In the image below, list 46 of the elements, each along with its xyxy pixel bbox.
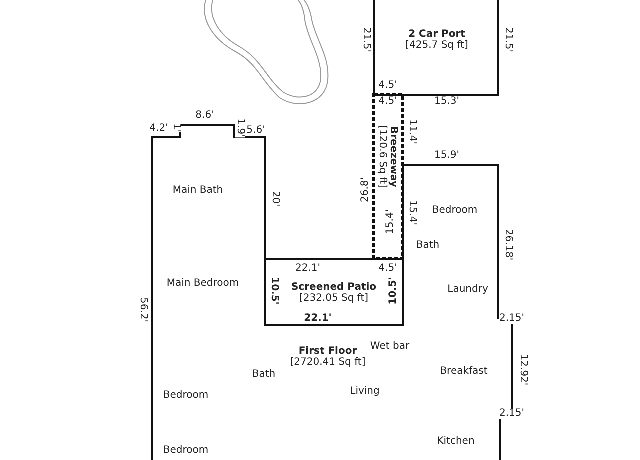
dimension-label: 20' bbox=[270, 191, 280, 207]
dimension-label: 15.9' bbox=[434, 151, 460, 161]
area-size: [2720.41 Sq ft] bbox=[290, 357, 366, 368]
dimension-label: 4.5' bbox=[378, 81, 398, 91]
area-size: [232.05 Sq ft] bbox=[298, 293, 370, 304]
dimension-label: 26.8' bbox=[361, 178, 371, 202]
dimension-label: 15.4' bbox=[386, 210, 396, 234]
dimension-label: 5.6' bbox=[246, 126, 266, 136]
area-title: Breezeway bbox=[388, 126, 399, 188]
dimension-label: 2.15' bbox=[500, 314, 524, 324]
dimension-label: 12.92' bbox=[518, 354, 528, 386]
dimension-label: 11.4' bbox=[407, 120, 417, 144]
dimension-label: 21.5' bbox=[361, 28, 371, 52]
dimension-label: 22.1' bbox=[296, 264, 320, 274]
dimension-label: 26.18' bbox=[503, 229, 513, 261]
dimension-label: 21.5' bbox=[503, 28, 513, 52]
room-label: Living bbox=[350, 387, 380, 397]
room-label: Laundry bbox=[448, 285, 488, 295]
area-title: First Floor bbox=[298, 346, 358, 357]
dimension-label: 10.5' bbox=[269, 277, 279, 305]
room-label: Bedroom bbox=[432, 206, 478, 216]
room-label: Bedroom bbox=[163, 446, 209, 456]
area-size: [120.6 Sq ft] bbox=[377, 126, 388, 188]
dimension-label: 56.2' bbox=[138, 298, 148, 322]
area-size: [425.7 Sq ft] bbox=[406, 40, 468, 51]
room-label: Bath bbox=[416, 241, 440, 251]
dimension-label: 22.1' bbox=[304, 314, 332, 324]
room-label: Breakfast bbox=[440, 367, 488, 377]
dimension-label: 15.3' bbox=[434, 97, 460, 107]
dimension-label: 8.6' bbox=[196, 111, 214, 121]
room-label: Kitchen bbox=[437, 437, 475, 447]
dimension-label: 4.5' bbox=[378, 97, 398, 107]
dimension-label: 15.4' bbox=[407, 200, 417, 226]
room-label: Main Bedroom bbox=[166, 279, 240, 289]
dimension-label: 1.9' bbox=[235, 118, 245, 138]
room-label: Wet bar bbox=[370, 342, 410, 352]
dimension-label: 4.2' bbox=[150, 124, 168, 134]
room-label: Main Bath bbox=[172, 186, 224, 196]
dimension-label: 10.5' bbox=[389, 277, 399, 305]
dimension-label: 2.15' bbox=[500, 409, 524, 419]
dimension-label: 4.5' bbox=[378, 264, 398, 274]
area-title: 2 Car Port bbox=[408, 29, 466, 40]
room-label: Bath bbox=[252, 370, 276, 380]
area-title: Screened Patio bbox=[291, 282, 377, 293]
dimension-label: 1' bbox=[171, 123, 181, 133]
room-label: Bedroom bbox=[163, 391, 209, 401]
